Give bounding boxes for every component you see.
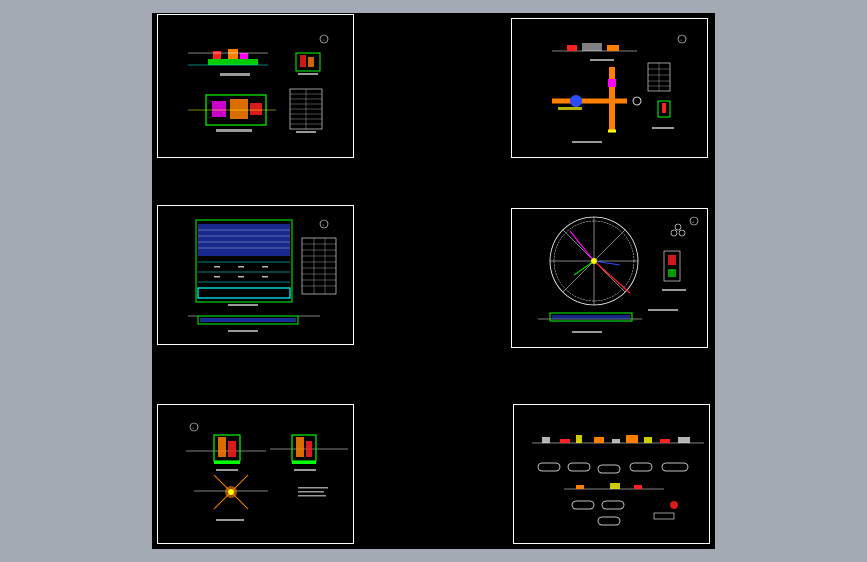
sheet-4[interactable]: 4	[511, 208, 708, 348]
sheet-2-drawing: 2	[552, 34, 687, 143]
sheet-1[interactable]: 1	[157, 14, 354, 158]
sheet-5-marker: 5	[193, 428, 195, 430]
sheet-3-drawing: 3	[188, 219, 337, 332]
sheet-4-drawing: 4	[538, 216, 699, 333]
sheet-5[interactable]: 5	[157, 404, 354, 544]
sheet-1-drawing: 1	[188, 34, 329, 133]
sheet-3-marker: 3	[323, 225, 325, 227]
sheet-4-marker: 4	[693, 222, 695, 224]
sheet-6[interactable]	[513, 404, 710, 544]
sheet-6-drawing	[532, 435, 704, 526]
sheet-1-marker: 1	[323, 40, 325, 42]
sheet-2-marker: 2	[681, 40, 683, 42]
sheet-2[interactable]: 2	[511, 18, 708, 158]
drawing-canvas[interactable]: 1	[152, 13, 715, 549]
sheet-3[interactable]: 3	[157, 205, 354, 345]
sheet-5-drawing: 5	[186, 422, 348, 521]
